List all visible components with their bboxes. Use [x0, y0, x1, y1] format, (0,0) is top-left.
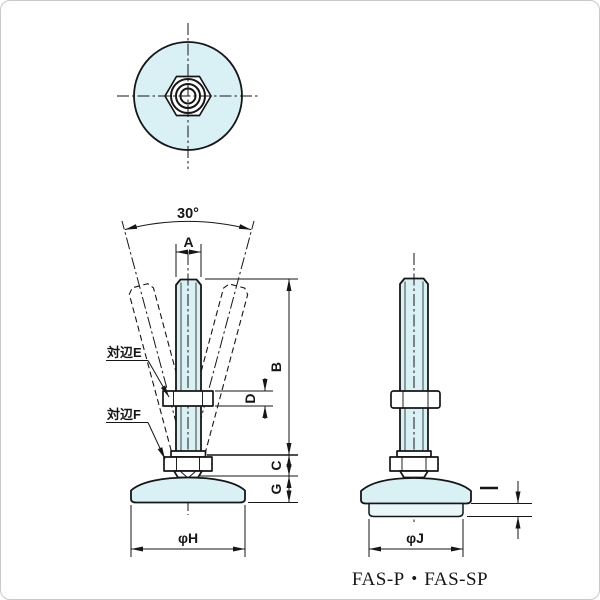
- dim-b-label: B: [268, 362, 284, 372]
- thread-lines-side: [404, 281, 424, 451]
- ball-hex-side: [389, 456, 439, 472]
- top-view: [117, 23, 259, 169]
- callout-across-flats-f: 対辺F: [106, 407, 166, 460]
- collar-side: [396, 450, 432, 458]
- rubber-pad-side: [368, 502, 464, 518]
- dimension-d: D: [215, 378, 273, 419]
- dim-a-label: A: [183, 234, 193, 250]
- collar-front: [170, 450, 207, 458]
- dimension-b: B: [205, 278, 298, 455]
- hex-nut-front: [162, 390, 214, 407]
- side-view: φJ FAS-P・FAS-SP: [352, 253, 532, 590]
- dimension-angle-30: 30°: [124, 206, 252, 231]
- neck-side: [399, 470, 429, 479]
- angle-arc: [124, 220, 252, 231]
- dimension-pad-thickness: [467, 481, 532, 539]
- across-flats-f-label: 対辺F: [106, 407, 141, 422]
- dim-c-label: C: [268, 460, 284, 470]
- callout-across-flats-e: 対辺E: [106, 345, 170, 398]
- angle-label: 30°: [177, 206, 199, 222]
- dia-j-label: φJ: [406, 530, 424, 546]
- across-flats-f-leader: [147, 422, 166, 460]
- base-side: [360, 477, 472, 505]
- across-flats-e-label: 対辺E: [106, 345, 142, 360]
- front-view: 30° A B C G D: [106, 206, 298, 557]
- hex-nut-front-facets: [173, 391, 203, 406]
- ball-hex-front-facets: [176, 457, 200, 471]
- thread-lines-front: [180, 282, 197, 451]
- dia-h-label: φH: [178, 530, 198, 546]
- hex-nut-side-facets: [402, 391, 429, 408]
- neck-front: [173, 470, 203, 479]
- across-flats-e-leader: [147, 360, 170, 398]
- dim-g-label: G: [268, 483, 284, 494]
- dimension-dia-j: φJ: [368, 519, 464, 557]
- product-code-label: FAS-P・FAS-SP: [352, 569, 488, 590]
- ball-hex-side-facets: [401, 457, 427, 471]
- tilted-bolt-left-ghost: [128, 283, 196, 451]
- base-front: [130, 476, 246, 504]
- ball-hex-front: [163, 456, 213, 472]
- hex-nut-side: [390, 390, 441, 409]
- tilted-bolt-right-ghost: [181, 283, 249, 452]
- dimension-a: A: [175, 234, 202, 277]
- dimension-g: G: [200, 475, 298, 503]
- dimension-c: C: [207, 454, 298, 476]
- dimension-dia-h: φH: [130, 505, 246, 557]
- dim-d-label: D: [242, 393, 258, 403]
